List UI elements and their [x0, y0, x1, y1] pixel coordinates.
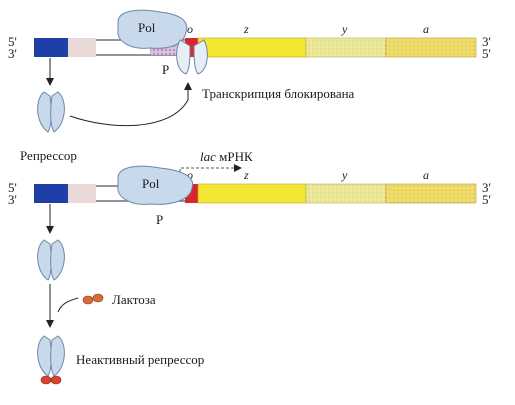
bottom-gene-z [197, 183, 307, 204]
top-label-z: z [243, 22, 249, 36]
bottom-label-o: o [187, 168, 193, 182]
top-strand-3-right-label: 3' [482, 34, 491, 49]
top-strand-3-label: 3' [8, 46, 17, 61]
top-label-o: o [187, 22, 193, 36]
lactose-line [57, 297, 79, 313]
mrna-suffix: мРНК [216, 149, 253, 164]
bottom-gene-a [385, 183, 477, 204]
bottom-p-label: P [156, 212, 163, 227]
inactive-repressor-label: Неактивный репрессор [76, 352, 204, 367]
repressor-label: Репрессор [20, 148, 77, 163]
bottom-strand-3-label: 3' [8, 192, 17, 207]
bottom-strand-5-right-label: 5' [482, 192, 491, 207]
mrna-label: lac мРНК [200, 149, 253, 164]
top-p-label: P [162, 62, 169, 77]
top-panel: 5' 3' 3' 5' o z y a Pol P Транскрипция б… [8, 9, 491, 163]
bottom-pol-label: Pol [142, 176, 160, 191]
bottom-strand-3-right-label: 3' [482, 180, 491, 195]
repressor-free [37, 91, 65, 133]
bottom-label-a: a [423, 168, 429, 182]
bottom-regulator-gene [34, 184, 68, 203]
bottom-strand-5-label: 5' [8, 180, 17, 195]
bottom-panel: 5' 3' 3' 5' o z y a lac мРНК Pol P [8, 149, 491, 385]
top-strand-5-label: 5' [8, 34, 17, 49]
top-gene-a [385, 37, 477, 58]
repressor-before-lactose [37, 239, 65, 281]
top-pol-label: Pol [138, 20, 156, 35]
top-rna-polymerase [117, 9, 188, 49]
bottom-label-y: y [341, 168, 348, 182]
top-bound-repressor [176, 39, 208, 75]
lactose-molecules [82, 293, 104, 305]
lac-label: lac [200, 149, 216, 164]
repressor-binding-arrow [69, 82, 192, 127]
inactive-repressor [37, 335, 65, 385]
top-gene-y [305, 37, 387, 58]
bottom-label-z: z [243, 168, 249, 182]
bottom-spacer-segment [68, 184, 96, 203]
top-label-y: y [341, 22, 348, 36]
top-gene-z [197, 37, 307, 58]
mrna-arrow [179, 164, 242, 172]
bottom-gene-y [305, 183, 387, 204]
bottom-rna-polymerase [117, 165, 194, 205]
top-strand-5-right-label: 5' [482, 46, 491, 61]
top-regulator-gene [34, 38, 68, 57]
top-spacer-segment [68, 38, 96, 57]
transcription-blocked-label: Транскрипция блокирована [202, 86, 355, 101]
lactose-label: Лактоза [112, 292, 156, 307]
top-label-a: a [423, 22, 429, 36]
